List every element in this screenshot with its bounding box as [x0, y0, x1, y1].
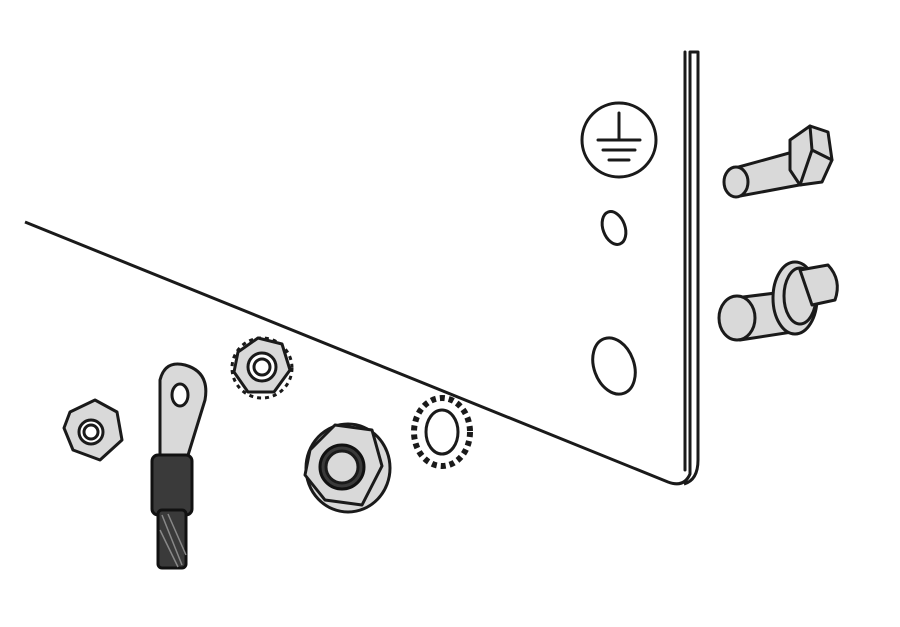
large-hole [591, 336, 637, 396]
ground-stud [717, 260, 839, 342]
ring-terminal-cable [150, 362, 208, 570]
ground-symbol-icon [580, 101, 658, 179]
hex-nut [62, 398, 124, 462]
star-washer [411, 395, 473, 469]
flange-nut [303, 422, 392, 514]
panel [24, 50, 700, 486]
kep-nut [230, 336, 294, 400]
small-hole [600, 210, 628, 246]
hex-bolt [722, 124, 834, 199]
